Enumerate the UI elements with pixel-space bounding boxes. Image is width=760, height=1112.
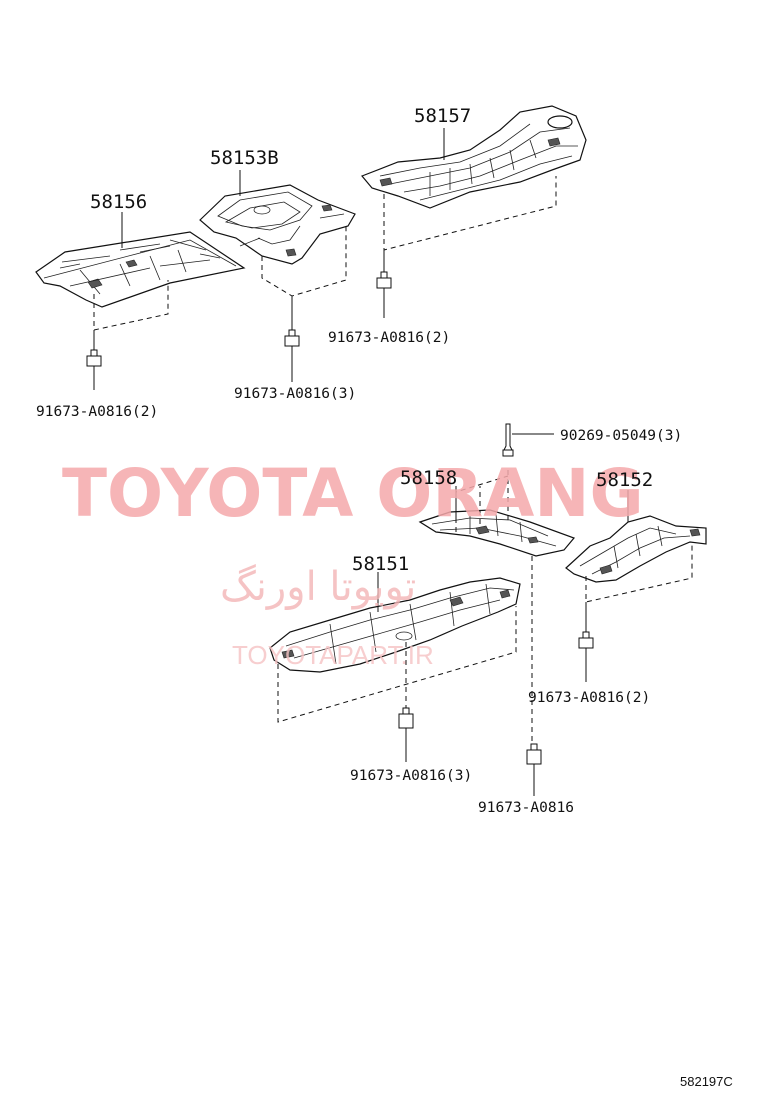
bolt-icon [86,349,102,390]
part-leaders [121,128,629,612]
bolt-icon [284,329,300,382]
fastener-label-58153b: 91673-A0816(3) [234,386,356,402]
part-label-58158: 58158 [400,467,457,489]
watermark-main: TOYOTA ORANG [62,455,644,532]
part-label-58153b: 58153B [210,147,279,169]
bolt-icon [526,743,542,796]
fastener-label-58151: 91673-A0816(3) [350,768,472,784]
clip-icon [502,423,554,457]
part-58152-drawing [565,515,707,583]
part-58156-drawing [35,231,246,308]
bolt-icon [376,271,392,318]
fastener-label-58152: 91673-A0816(2) [528,690,650,706]
bolt-icon [578,631,594,682]
diagram-code: 582197C [680,1074,733,1089]
part-58157-drawing [361,105,587,209]
part-58158-drawing [418,509,576,557]
bolt-icon [398,707,414,762]
fastener-label-clip: 90269-05049(3) [560,428,682,444]
bolt-icons [86,271,594,796]
fastener-label-58157: 91673-A0816(2) [328,330,450,346]
part-label-58151: 58151 [352,553,409,575]
fastener-label-58156: 91673-A0816(2) [36,404,158,420]
watermark-site: TOYOTAPART.IR [232,640,434,670]
part-label-58152: 58152 [596,469,653,491]
watermark-persian: تویوتا اورنگ [220,564,416,610]
part-label-58157: 58157 [414,105,471,127]
fastener-label-58158: 91673-A0816 [478,800,574,816]
part-label-58156: 58156 [90,191,147,213]
part-58153b-drawing [199,184,356,265]
part-58151-drawing [269,577,521,673]
